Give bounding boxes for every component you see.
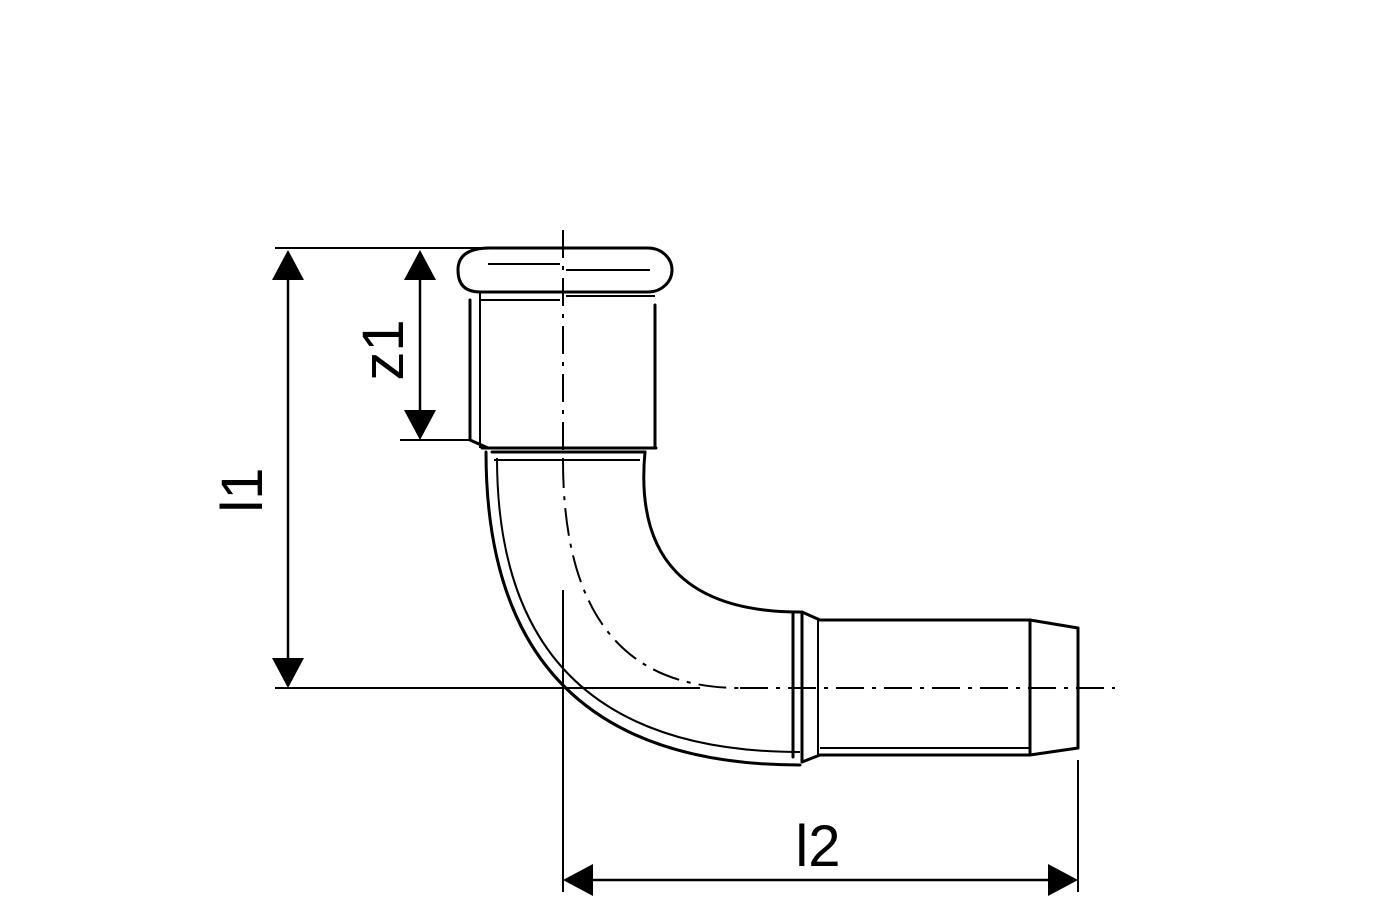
z1-label: z1 xyxy=(351,319,416,380)
dimension-l2: l2 xyxy=(563,814,1078,896)
z1-arrow-top xyxy=(404,250,436,280)
dimension-z1: z1 xyxy=(351,250,436,440)
l1-label: l1 xyxy=(210,467,275,512)
l1-arrow-top xyxy=(272,250,304,280)
spigot-top-edge xyxy=(800,610,1080,630)
spigot-bottom-edge xyxy=(800,746,1080,764)
bend-centerline xyxy=(562,459,741,689)
l2-label: l2 xyxy=(795,814,840,879)
socket-bead xyxy=(456,246,674,294)
z1-arrow-bottom xyxy=(404,410,436,440)
extension-lines xyxy=(275,247,1079,892)
bend-outer-wall xyxy=(484,450,802,767)
l2-arrow-right xyxy=(1048,864,1078,896)
l1-arrow-bottom xyxy=(272,658,304,688)
bend-inner-wall xyxy=(642,450,802,614)
bend-outer-wall-inner xyxy=(496,457,801,753)
l2-arrow-left xyxy=(563,864,593,896)
dimension-l1: l1 xyxy=(210,250,304,688)
